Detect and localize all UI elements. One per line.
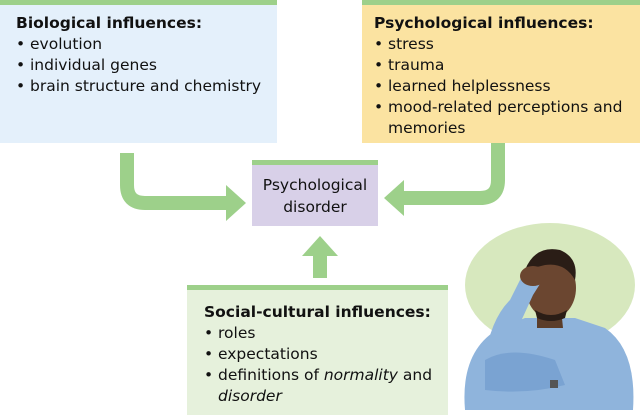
list-item: mood-related perceptions and memories — [374, 97, 640, 139]
biological-title: Biological influences: — [16, 14, 203, 32]
arrowhead-left — [384, 180, 404, 216]
psychological-disorder-box: Psychological disorder — [252, 160, 378, 226]
list-item: individual genes — [16, 55, 277, 76]
list-item: roles — [204, 323, 448, 344]
arrow-biological — [120, 153, 228, 210]
list-item: brain structure and chemistry — [16, 76, 277, 97]
text: definitions of — [218, 366, 324, 384]
center-line1: Psychological — [262, 176, 368, 194]
list-item: trauma — [374, 55, 640, 76]
list-item: learned helplessness — [374, 76, 640, 97]
italic-text: disorder — [218, 387, 282, 405]
social-title: Social-cultural influences: — [204, 303, 431, 321]
biological-influences-box: Biological influences: evolution individ… — [0, 0, 277, 143]
social-cultural-influences-box: Social-cultural influences: roles expect… — [187, 285, 448, 415]
psychological-influences-box: Psychological influences: stress trauma … — [362, 0, 640, 143]
list-item: evolution — [16, 34, 277, 55]
distressed-man-illustration — [464, 223, 635, 410]
arrowhead-up — [302, 236, 338, 256]
arrow-psychological — [402, 143, 505, 205]
center-line2: disorder — [283, 198, 347, 216]
text: and — [397, 366, 433, 384]
arrowhead-right — [226, 185, 246, 221]
italic-text: normality — [323, 366, 398, 384]
list-item: expectations — [204, 344, 448, 365]
list-item: stress — [374, 34, 640, 55]
psychological-title: Psychological influences: — [374, 14, 594, 32]
list-item: definitions of normality and disorder — [204, 365, 448, 407]
